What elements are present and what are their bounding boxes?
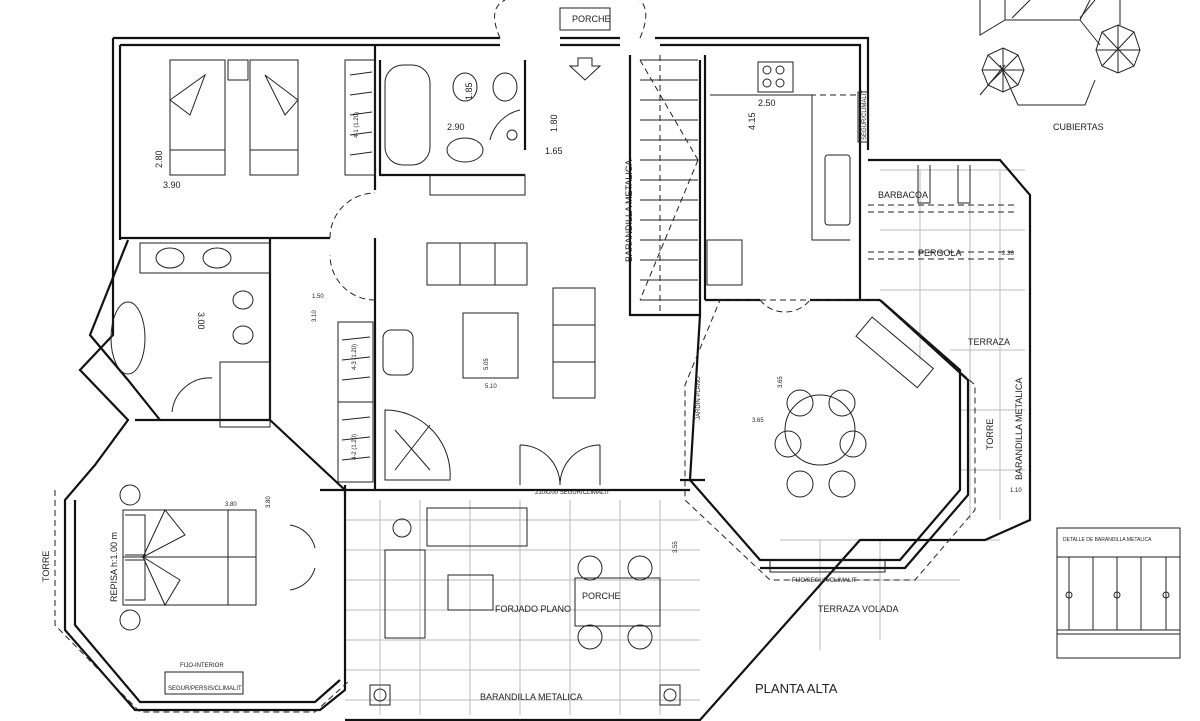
roof-plan: CUBIERTAS [979,0,1141,132]
label-porche-low: PORCHE [582,591,621,601]
dim-dining-w: 3.65 [752,418,764,424]
label-pergola: PERGOLA [918,248,962,258]
dim-kitchen-w: 2.50 [758,98,776,108]
window-label-dining: FIJO/SEGUR/CLIMALIT [792,578,857,584]
dim-closet2: 4-2 (1.20) [352,434,358,460]
label-repisa: REPISA h:1.00 m [109,532,119,602]
dim-closet1: 4-1 (1.20) [354,112,360,138]
window-label-kitchen: SEGUR/CLIMALIT [862,90,868,140]
label-terraza-volada: TERRAZA VOLADA [818,604,899,614]
dim-hall-w: 1.65 [545,146,563,156]
label-torre-right: TORRE [985,419,995,450]
window-label-porch-door: 210x200 SEGUR/CLIMALIT [535,490,610,496]
dim-hall2-h: 3.10 [312,310,318,322]
dim-bed2-h: 3.80 [266,496,272,508]
dim-dining-h: 3.65 [778,376,784,388]
top-porch: PORCHE [494,0,647,81]
dim-bath-w: 2.90 [447,122,465,132]
label-torre-left: TORRE [41,551,51,582]
dim-hall2-w: 1.50 [312,294,324,300]
plan-title: PLANTA ALTA [755,681,838,696]
dim-kitchen-h: 4.15 [747,112,757,130]
label-dim-110: 1.10 [1010,488,1022,494]
label-porche-top: PORCHE [572,14,611,24]
entry-arrow-icon [568,57,602,81]
porch-table [574,577,661,627]
terrace-area: BARBACOA PERGOLA 2.36 TERRAZA BARANDILLA… [818,165,1024,614]
kitchen: 2.50 4.15 SEGUR/CLIMALIT [706,61,869,286]
coffee-table [462,312,519,379]
bedroom-1: 3.90 2.80 4-1 (1.20) [154,59,376,239]
window-label-bed2-a: FIJO-INTERIOR [180,663,224,669]
bedroom-2: 3.80 3.80 TORRE REPISA h:1.00 m FIJO-INT… [41,484,351,713]
window-label-bed2-b: SEGUR/PERSIS/CLIMALIT [168,686,242,692]
exterior-walls [63,36,1032,721]
label-barandilla-right: BARANDILLA METALICA [1014,378,1024,480]
bathroom: 1.85 2.90 1.80 1.65 [384,64,563,196]
dim-closet3: 4-3 (1.20) [352,344,358,370]
dim-living-w: 5.10 [485,384,497,390]
round-table [784,394,856,466]
staircase: BARANDILLA METALICA [624,55,699,315]
sideboard [855,316,935,389]
label-barbacoa: BARBACOA [878,190,928,200]
dim-porch: 3.55 [673,541,679,553]
sink [824,154,851,226]
label-barandilla-stairs: BARANDILLA METALICA [624,160,634,262]
bathtub [110,301,146,375]
dim-bed1-w: 3.90 [163,180,181,190]
label-forjado: FORJADO PLANO [495,604,571,614]
chairs [774,389,867,498]
dim-bed2-w: 3.80 [225,502,237,508]
dining-room: 3.65 3.65 JARDIN PLANO FIJO/SEGUR/CLIMAL… [684,299,976,584]
living-room: 5.05 5.10 1.50 3.10 4-3 (1.20) 4-2 (1.20… [312,242,610,496]
dim-mbath: 3.00 [196,312,206,330]
label-barandilla-bottom: BARANDILLA METALICA [480,692,582,702]
label-terraza: TERRAZA [968,337,1010,347]
lower-porch: PORCHE FORJADO PLANO 3.55 BARANDILLA MET… [369,507,681,706]
dim-living-h: 5.05 [484,358,490,370]
railing-detail: DETALLE DE BARANDILLA METALICA [1056,527,1181,659]
armchair [382,329,414,376]
dim-bed1-h: 2.80 [154,150,164,168]
dim-bath-h: 1.85 [464,82,474,100]
dim-hall-h: 1.80 [549,114,559,132]
cooktop [757,61,794,93]
master-bathroom: 3.00 [110,242,271,428]
label-jardin: JARDIN PLANO [696,376,702,420]
label-pergola-dim: 2.36 [1002,251,1014,257]
spiral-feature [384,409,451,481]
closet-1 [344,59,376,176]
label-cubiertas: CUBIERTAS [1053,122,1104,132]
label-detalle: DETALLE DE BARANDILLA METALICA [1063,537,1152,543]
